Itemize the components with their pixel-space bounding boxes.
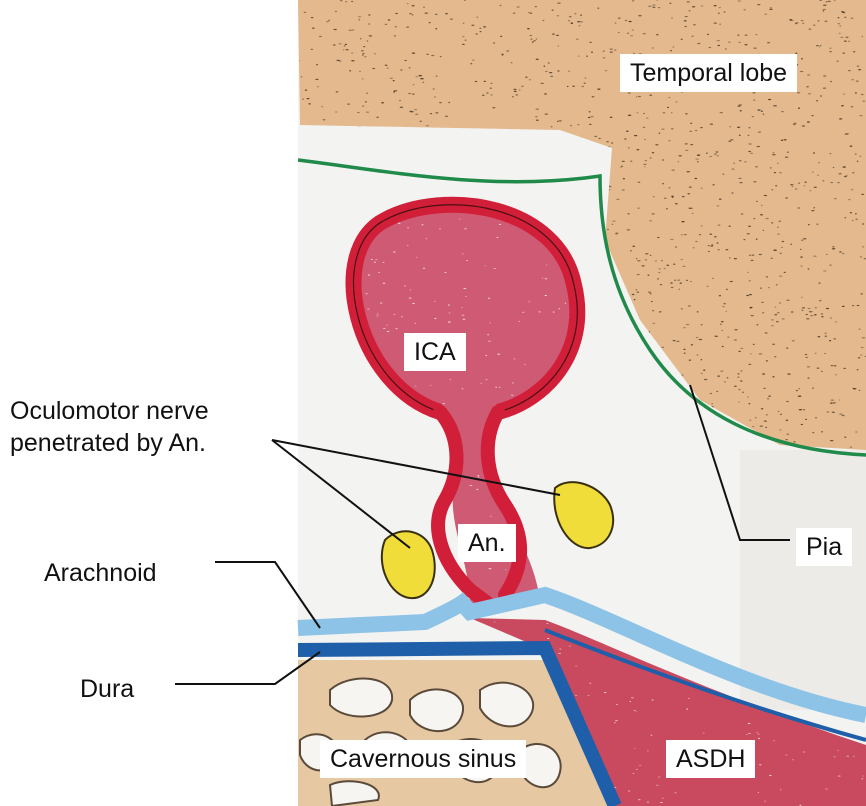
label-cavernous-sinus: Cavernous sinus <box>320 740 526 778</box>
label-pia: Pia <box>796 528 852 566</box>
label-dura: Dura <box>80 674 134 704</box>
label-temporal-lobe: Temporal lobe <box>620 54 797 92</box>
label-asdh: ASDH <box>666 740 755 778</box>
label-arachnoid: Arachnoid <box>44 558 157 588</box>
label-oculomotor-line2: penetrated by An. <box>10 428 206 458</box>
side-shadow <box>740 450 866 710</box>
label-ica: ICA <box>404 333 466 371</box>
label-aneurysm: An. <box>458 524 516 562</box>
label-oculomotor-line1: Oculomotor nerve <box>10 396 209 426</box>
